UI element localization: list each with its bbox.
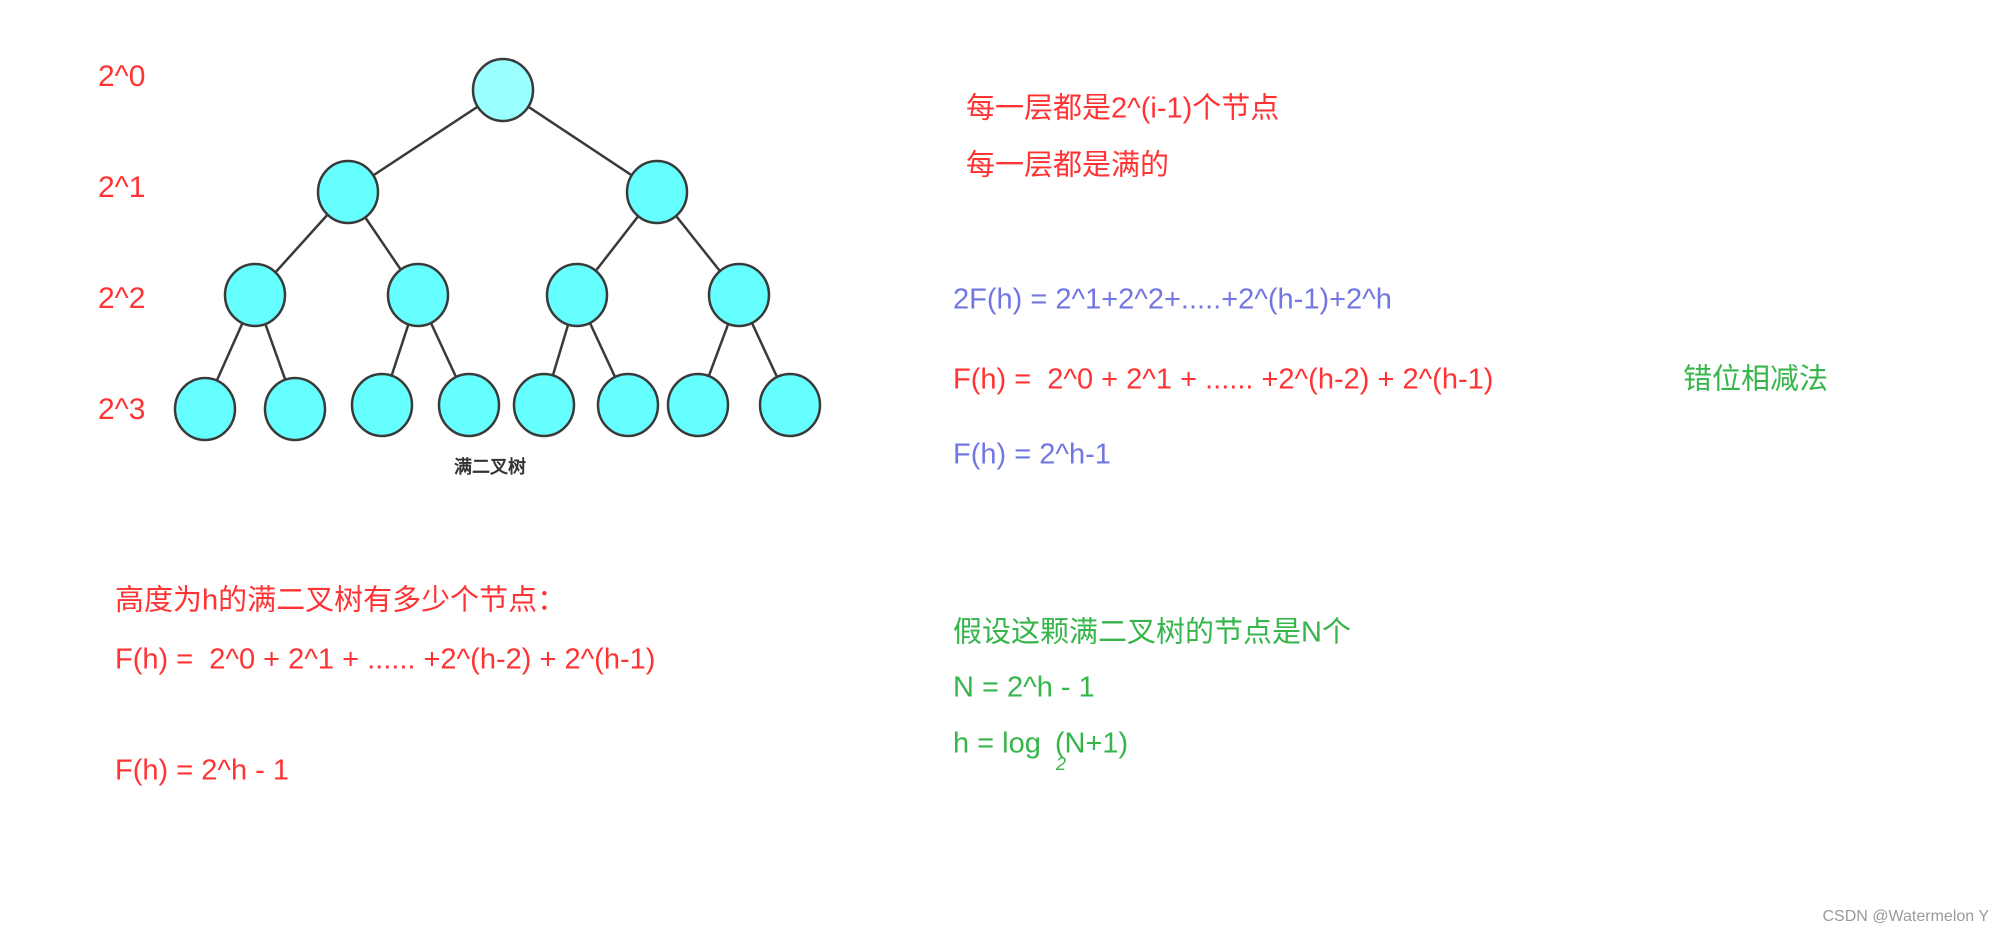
bottom-result-formula: F(h) = 2^h - 1 — [115, 754, 289, 787]
result-formula: F(h) = 2^h-1 — [953, 438, 1111, 471]
root-node — [471, 57, 535, 123]
tree-node — [386, 262, 450, 328]
note-each-level-full: 每一层都是满的 — [966, 149, 1170, 182]
double-sum-formula: 2F(h) = 2^1+2^2+.....+2^(h-1)+2^h — [953, 283, 1392, 316]
method-label: 错位相减法 — [1683, 363, 1829, 396]
leaf-node — [512, 372, 576, 438]
level-label-0: 2^0 — [98, 60, 146, 93]
leaf-node — [173, 376, 237, 442]
sum-formula: F(h) = 2^0 + 2^1 + ...... +2^(h-2) + 2^(… — [953, 363, 1494, 396]
tree-node — [223, 262, 287, 328]
tree-edges — [203, 88, 792, 408]
leaf-node — [666, 372, 730, 438]
n-formula: N = 2^h - 1 — [953, 671, 1095, 704]
leaf-node — [263, 376, 327, 442]
level-label-2: 2^2 — [98, 282, 146, 315]
log-base-subscript: 2 — [1056, 754, 1067, 774]
question-text: 高度为h的满二叉树有多少个节点： — [115, 584, 567, 617]
h-formula: h = log (N+1) — [953, 727, 1129, 760]
tree-nodes — [173, 57, 822, 442]
full-binary-tree-diagram — [173, 57, 822, 442]
leaf-node — [437, 372, 501, 438]
watermark: CSDN @Watermelon Y — [1822, 908, 1989, 925]
h-formula-suffix: (N+1) — [1054, 727, 1129, 760]
level-label-1: 2^1 — [98, 171, 146, 204]
leaf-node — [758, 372, 822, 438]
tree-node — [316, 159, 380, 225]
bottom-sum-formula: F(h) = 2^0 + 2^1 + ...... +2^(h-2) + 2^(… — [115, 643, 656, 676]
level-label-3: 2^3 — [98, 393, 146, 426]
tree-node — [545, 262, 609, 328]
assumption-text: 假设这颗满二叉树的节点是N个 — [953, 616, 1351, 649]
leaf-node — [350, 372, 414, 438]
note-nodes-per-level: 每一层都是2^(i-1)个节点 — [966, 92, 1280, 125]
leaf-node — [596, 372, 660, 438]
tree-caption: 满二叉树 — [454, 457, 526, 477]
tree-node — [625, 159, 689, 225]
h-formula-prefix: h = log — [953, 727, 1041, 760]
tree-node — [707, 262, 771, 328]
